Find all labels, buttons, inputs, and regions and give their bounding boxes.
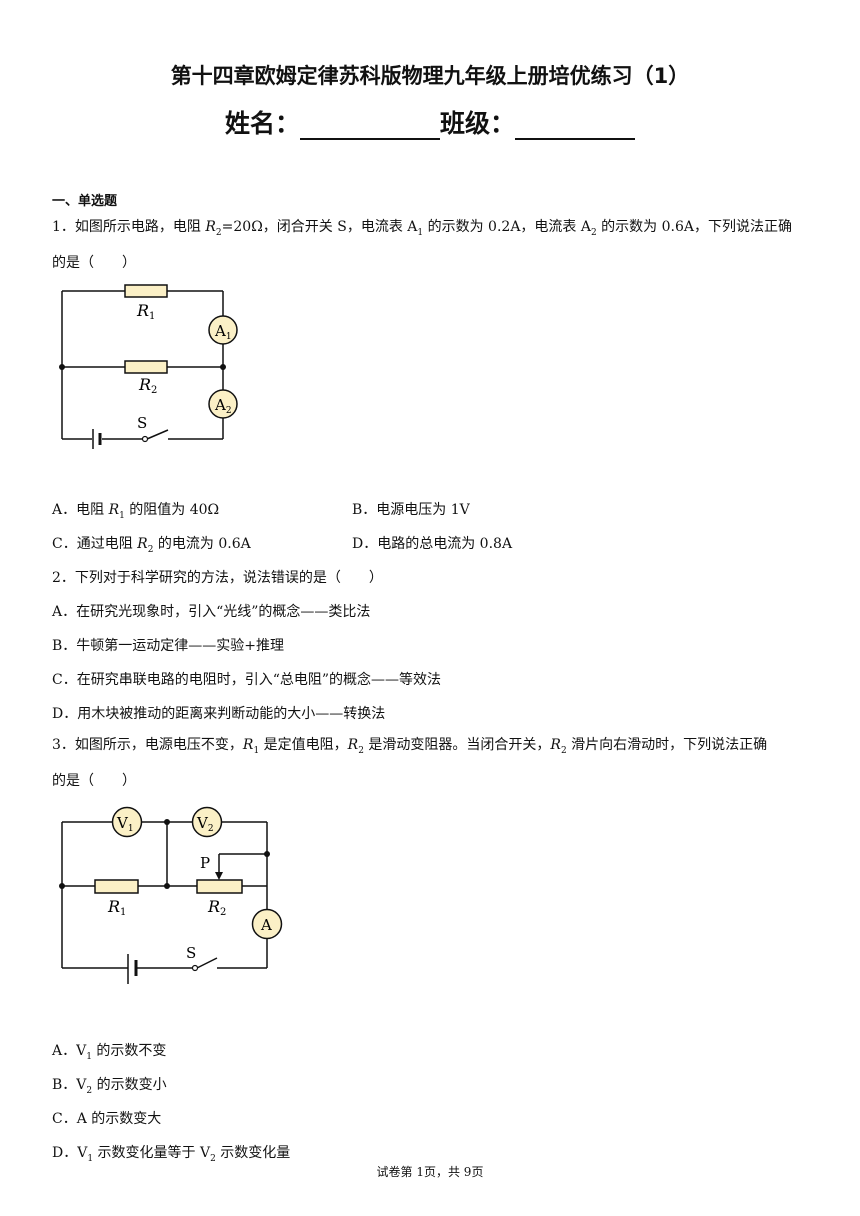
label-switch: S bbox=[137, 414, 147, 432]
q1-option-d[interactable]: D．电路的总电流为 0.8A bbox=[352, 536, 513, 552]
ammeter-a1 bbox=[208, 315, 238, 345]
resistor-r1 bbox=[124, 284, 168, 298]
page-footer: 试卷第 1页，共 9页 bbox=[376, 1165, 484, 1179]
label-v1: V1 bbox=[116, 814, 134, 834]
student-info-line: 姓名： 班级： bbox=[0, 104, 860, 140]
rheostat-r2 bbox=[196, 879, 243, 894]
q2-option-b[interactable]: B．牛顿第一运动定律——实验+推理 bbox=[52, 638, 285, 654]
label-a2: A2 bbox=[214, 396, 232, 416]
q3-option-d[interactable]: D．V1 示数变化量等于 V2 示数变化量 bbox=[52, 1145, 291, 1164]
ammeter-a2 bbox=[208, 389, 238, 419]
label-a: A bbox=[260, 916, 272, 934]
page-title: 第十四章欧姆定律苏科版物理九年级上册培优练习（1） bbox=[170, 64, 690, 88]
junction-left bbox=[59, 883, 65, 889]
q1-option-a[interactable]: A．电阻 R1 的阻值为 40Ω bbox=[52, 502, 220, 521]
q2-option-d[interactable]: D．用木块被推动的距离来判断动能的大小——转换法 bbox=[52, 706, 386, 722]
q1-option-b[interactable]: B．电源电压为 1V bbox=[352, 502, 470, 518]
q3-option-b[interactable]: B．V2 的示数变小 bbox=[52, 1077, 167, 1096]
junction-top bbox=[164, 819, 170, 825]
resistor-r1 bbox=[94, 879, 139, 894]
label-r2: R2 bbox=[138, 375, 157, 396]
name-label: 姓名： bbox=[224, 109, 300, 138]
q3-option-a[interactable]: A．V1 的示数不变 bbox=[52, 1043, 167, 1062]
voltmeter-v2 bbox=[191, 806, 223, 838]
junction-right bbox=[264, 851, 270, 857]
label-v2: V2 bbox=[196, 814, 214, 834]
resistor-r2 bbox=[124, 360, 168, 374]
label-a1: A1 bbox=[214, 322, 232, 342]
label-switch: S bbox=[186, 944, 196, 962]
class-blank[interactable] bbox=[515, 112, 636, 140]
switch-contact bbox=[191, 964, 199, 972]
section-title: 一、单选题 bbox=[52, 194, 118, 209]
label-r2: R2 bbox=[207, 897, 226, 918]
q3-stem: 3．如图所示，电源电压不变，R1 是定值电阻，R2 是滑动变阻器。当闭合开关，R… bbox=[52, 737, 768, 789]
label-r1: R1 bbox=[136, 301, 155, 322]
switch-contact bbox=[141, 435, 149, 443]
q1-option-c[interactable]: C．通过电阻 R2 的电流为 0.6A bbox=[52, 536, 251, 555]
label-r1: R1 bbox=[107, 897, 126, 918]
q2-option-c[interactable]: C．在研究串联电路的电阻时，引入“总电阻”的概念——等效法 bbox=[52, 672, 442, 688]
q1-circuit-diagram: R1 R2 A1 A2 S bbox=[59, 284, 238, 449]
junction-left bbox=[59, 364, 65, 370]
name-blank[interactable] bbox=[300, 112, 440, 140]
ammeter-a bbox=[251, 908, 283, 940]
q3-option-c[interactable]: C．A 的示数变大 bbox=[52, 1111, 162, 1127]
slider-arrow bbox=[215, 872, 223, 880]
q2-stem: 2．下列对于科学研究的方法，说法错误的是（ ） bbox=[52, 570, 383, 586]
label-p: P bbox=[200, 854, 210, 872]
q3-circuit-diagram: V1 V2 P R1 R2 A S bbox=[59, 806, 283, 984]
junction-middle bbox=[164, 883, 170, 889]
class-label: 班级： bbox=[440, 109, 516, 138]
voltmeter-v1 bbox=[111, 806, 143, 838]
junction-right bbox=[220, 364, 226, 370]
q1-stem: 1．如图所示电路，电阻 R2=20Ω，闭合开关 S，电流表 A1 的示数为 0.… bbox=[52, 219, 793, 271]
q2-option-a[interactable]: A．在研究光现象时，引入“光线”的概念——类比法 bbox=[52, 604, 371, 620]
